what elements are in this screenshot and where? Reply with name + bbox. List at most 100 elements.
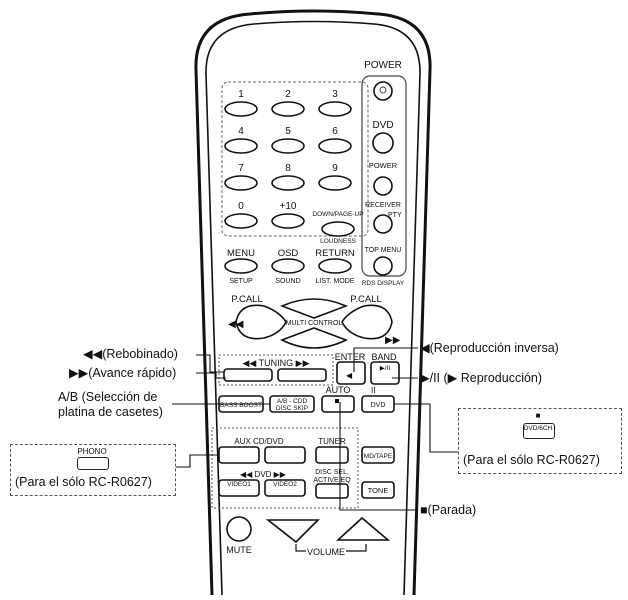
aux-button[interactable] (218, 446, 260, 464)
band-label: BAND (371, 352, 397, 362)
receiver-label: RECEIVER (365, 202, 401, 209)
callout-lines (172, 347, 460, 511)
numpad-label-plus10: +10 (280, 201, 297, 212)
right-column-frame (361, 75, 407, 277)
power-button[interactable] (373, 81, 393, 101)
right-skip-arrows-icon: ▶▶ (385, 335, 401, 346)
mute-button[interactable] (226, 516, 252, 542)
enter-label: ENTER (335, 352, 366, 362)
numpad-label-7: 7 (238, 163, 244, 174)
return-label: RETURN (315, 248, 355, 259)
sound-label: SOUND (275, 278, 300, 285)
volume-label: VOLUME (307, 547, 345, 557)
numpad-label-4: 4 (238, 126, 244, 137)
numpad-frame (221, 81, 369, 237)
dvd6ch-button[interactable] (523, 423, 555, 439)
multi-control-pad (235, 298, 393, 349)
top-menu-button[interactable] (373, 256, 393, 276)
disc-skip-label: DISC SKIP (276, 405, 308, 412)
osd-button[interactable] (271, 258, 305, 274)
listen-mode-label: LIST. MODE (316, 278, 355, 285)
dvd-power-button[interactable] (372, 132, 394, 154)
tuning-label: ◀◀ TUNING ▶▶ (242, 358, 309, 368)
volume-up-button[interactable] (335, 516, 391, 541)
tuning-frame (218, 354, 334, 386)
phono-label: PHONO (77, 447, 107, 456)
rds-display-label: RDS DISPLAY (362, 280, 405, 287)
numpad-button-plus10[interactable] (271, 213, 305, 229)
numpad-button-1[interactable] (224, 101, 258, 117)
multi-control-down[interactable] (280, 327, 348, 349)
band-sub-label: ▶/II (380, 365, 391, 372)
enter-button[interactable] (336, 361, 366, 385)
dvd6ch-stop-mark: ■ (535, 411, 541, 420)
down-page-up-button[interactable] (321, 221, 355, 237)
numpad-button-0[interactable] (224, 213, 258, 229)
dvd6ch-leader-line (394, 403, 460, 453)
top-menu-label: TOP MENU (365, 247, 402, 254)
numpad-label-0: 0 (238, 201, 244, 212)
remote-inner-outline (205, 20, 421, 596)
cd-dvd-button[interactable] (264, 446, 306, 464)
dvd-label: DVD (372, 120, 393, 131)
callout-stop: ■(Parada) (420, 503, 477, 517)
return-button[interactable] (318, 258, 352, 274)
p-call-left-label: P.CALL (231, 294, 263, 305)
numpad-button-9[interactable] (318, 175, 352, 191)
numpad-label-3: 3 (332, 89, 338, 100)
tuning-down-button[interactable] (223, 368, 273, 382)
phono-button[interactable] (77, 457, 109, 470)
video1-button[interactable] (218, 479, 260, 497)
numpad-button-7[interactable] (224, 175, 258, 191)
numpad-label-5: 5 (285, 126, 291, 137)
numpad (224, 101, 355, 237)
numpad-button-6[interactable] (318, 138, 352, 154)
phono-leader-line (176, 454, 219, 468)
mdtape-button[interactable] (361, 446, 395, 464)
tuner-button[interactable] (315, 446, 349, 464)
stop-leader-line (339, 402, 418, 511)
rew-leader-line (196, 354, 224, 373)
numpad-button-5[interactable] (271, 138, 305, 154)
menu-button[interactable] (224, 258, 258, 274)
auto-button[interactable] (321, 395, 355, 413)
receiver-button[interactable] (373, 176, 393, 196)
power-indicator-icon (379, 86, 387, 94)
auto-label: AUTO (326, 385, 351, 395)
dvd6ch-label: DVD/6CH (523, 425, 553, 432)
menu-label: MENU (227, 248, 255, 259)
pty-button[interactable] (373, 214, 393, 234)
numpad-button-4[interactable] (224, 138, 258, 154)
ab-cdd-label: A/B - CDD (277, 398, 308, 405)
numpad-button-8[interactable] (271, 175, 305, 191)
dvd6ch-caption: (Para el sólo RC-R0627) (463, 453, 600, 467)
tuning-up-button[interactable] (277, 368, 327, 382)
numpad-label-2: 2 (285, 89, 291, 100)
multi-control-left[interactable] (235, 304, 287, 340)
volume-down-button[interactable] (265, 519, 320, 544)
dvd-power-label: POWER (369, 161, 398, 170)
phono-caption: (Para el sólo RC-R0627) (15, 475, 152, 489)
power-label: POWER (364, 60, 402, 71)
tuner-label: TUNER (318, 437, 346, 446)
video2-button[interactable] (264, 479, 306, 497)
tone-button[interactable] (361, 481, 395, 499)
multi-control-up[interactable] (279, 298, 349, 319)
reverse-play-icon: ◀ (346, 371, 353, 380)
multi-control-right[interactable] (341, 304, 393, 340)
numpad-button-3[interactable] (318, 101, 352, 117)
mute-label: MUTE (226, 545, 252, 555)
callout-reverse-play: ◀(Reproducción inversa) (420, 341, 559, 355)
bass-boost-label: BASS BOOST (220, 402, 262, 409)
callout-fast-forward: ▶▶(Avance rápido) (69, 366, 177, 380)
callout-rewind: ◀◀(Rebobinado) (83, 347, 178, 361)
stop-icon (335, 399, 339, 403)
numpad-label-9: 9 (332, 163, 338, 174)
inset-phono: PHONO (Para el sólo RC-R0627) (10, 444, 176, 496)
disc-sel-button[interactable] (315, 483, 349, 499)
setup-label: SETUP (229, 278, 253, 285)
numpad-button-2[interactable] (271, 101, 305, 117)
aux-cd-dvd-label: AUX CD/DVD (234, 437, 284, 446)
numpad-label-6: 6 (332, 126, 338, 137)
